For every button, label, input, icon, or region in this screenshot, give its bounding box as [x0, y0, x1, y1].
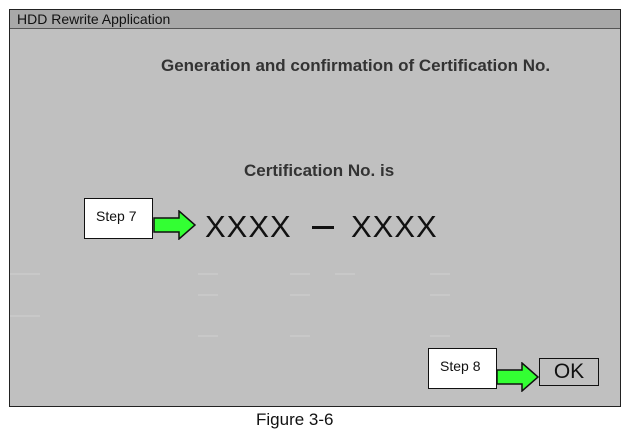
step-8-arrow-icon — [496, 362, 540, 392]
step-8-callout: Step 8 — [428, 348, 497, 389]
step-7-callout: Step 7 — [84, 198, 153, 239]
certification-number-part-2: XXXX — [351, 209, 438, 244]
certification-label: Certification No. is — [244, 161, 395, 180]
certification-number-part-1: XXXX — [205, 209, 292, 244]
figure-caption: Figure 3-6 — [256, 410, 334, 429]
window-title: HDD Rewrite Application — [17, 11, 171, 27]
ok-button[interactable]: OK — [539, 358, 599, 386]
certification-separator — [312, 226, 334, 229]
page-heading: Generation and confirmation of Certifica… — [161, 56, 551, 75]
window-titlebar: HDD Rewrite Application — [10, 10, 620, 29]
step-7-arrow-icon — [153, 210, 197, 240]
